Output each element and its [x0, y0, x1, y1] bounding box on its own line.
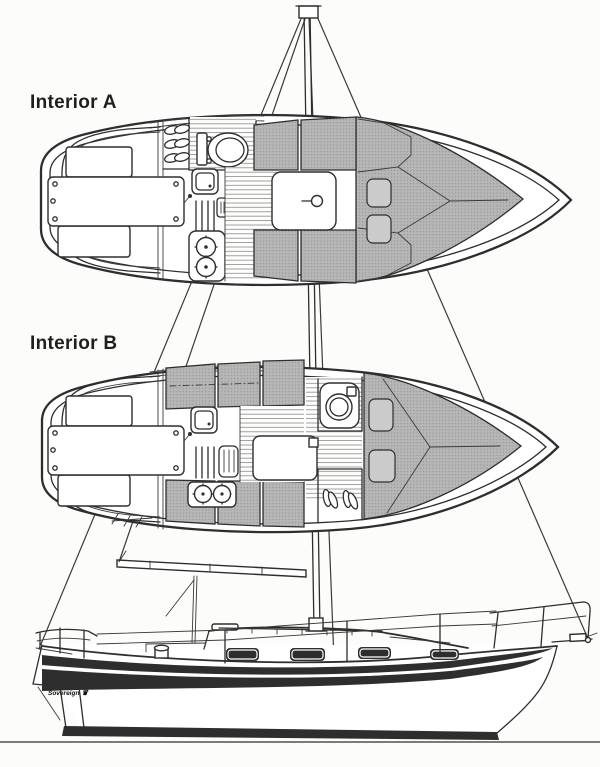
- hull-tick-marks: [111, 513, 153, 528]
- interior-a-label: Interior A: [30, 92, 117, 113]
- cockpit-bench: [57, 474, 131, 507]
- cockpit-bench: [65, 146, 133, 178]
- filler-cushion: [368, 449, 396, 483]
- profile-view: Sovereign♛: [0, 550, 600, 743]
- head-compartment-b: [317, 376, 363, 432]
- cockpit-sole-hatch: [47, 176, 185, 227]
- sink-b: [190, 406, 218, 434]
- stbd-settee-cushion: [253, 229, 299, 282]
- filler-cushion: [368, 398, 394, 432]
- companionway-bulkhead-a: [157, 119, 164, 281]
- sheer-stripe-upper: [42, 648, 553, 675]
- lifelines-and-stanchions: [96, 610, 497, 664]
- boom-and-mainsheet: [116, 550, 307, 644]
- mast-tabernacle: [308, 617, 324, 632]
- hangers: [322, 488, 359, 510]
- cockpit-bench: [57, 225, 131, 258]
- interior-b-label: Interior B: [30, 333, 117, 354]
- cockpit-bench: [65, 395, 133, 427]
- hull-name: Sovereign♛: [48, 688, 89, 697]
- drain-rack: [218, 445, 239, 478]
- forward-handrail: [389, 636, 451, 644]
- anchor-roller: [569, 632, 587, 643]
- interior-a-plan: [39, 113, 573, 287]
- quarter-berths-b: [165, 359, 305, 528]
- companionway-bulkhead-b: [157, 368, 164, 530]
- settees-a: [253, 116, 357, 284]
- table-pedestal: [310, 194, 324, 208]
- stove-b: [187, 481, 237, 508]
- icebox-grate-b: [195, 446, 215, 479]
- icebox-grate-a: [195, 200, 215, 237]
- cabin-window: [358, 647, 391, 659]
- toilet-b: [319, 382, 360, 429]
- stern-and-rudder: [32, 644, 85, 729]
- mainsheet: [191, 575, 195, 644]
- galley-a: [183, 168, 229, 282]
- bow-stem: [496, 645, 558, 734]
- sheer-stripe-lower: [42, 657, 543, 691]
- interior-b-plan: [40, 359, 560, 534]
- stern-pulpit: [35, 627, 98, 659]
- port-settee-cushion: [300, 116, 357, 171]
- sheer-line: [41, 645, 558, 664]
- hull-name-text: Sovereign: [48, 690, 79, 697]
- cockpit-sole-hatch: [47, 425, 185, 476]
- galley-b: [183, 406, 239, 508]
- stove-a: [188, 230, 226, 282]
- masthead-fitting: [295, 5, 322, 19]
- mast: [309, 9, 321, 632]
- keel: [62, 726, 499, 740]
- crown-icon: ♛: [81, 688, 89, 697]
- toilet-a: [196, 132, 249, 168]
- saloon-table-a: [271, 171, 337, 231]
- cabin-window: [290, 648, 325, 661]
- filler-cushion: [366, 178, 392, 208]
- forestay-line: [315, 13, 590, 642]
- cabin-window: [430, 649, 459, 660]
- bow-pulpit: [489, 601, 598, 649]
- stbd-settee-cushion: [300, 229, 357, 284]
- v-berth-a: [355, 116, 525, 283]
- cabin-window: [226, 648, 259, 661]
- cockpit-b: [47, 368, 185, 530]
- dinette-table-b: [252, 435, 319, 481]
- boom: [116, 559, 307, 578]
- sink-a: [191, 168, 219, 195]
- deck-hardware: [145, 617, 327, 659]
- hanging-locker-a: [162, 117, 190, 170]
- hanging-locker-b: [317, 468, 363, 524]
- filler-cushion: [366, 214, 392, 244]
- cockpit-a: [47, 119, 185, 281]
- cabin-windows: [226, 647, 459, 661]
- port-settee-cushion: [253, 119, 299, 171]
- v-berth-b: [363, 372, 523, 520]
